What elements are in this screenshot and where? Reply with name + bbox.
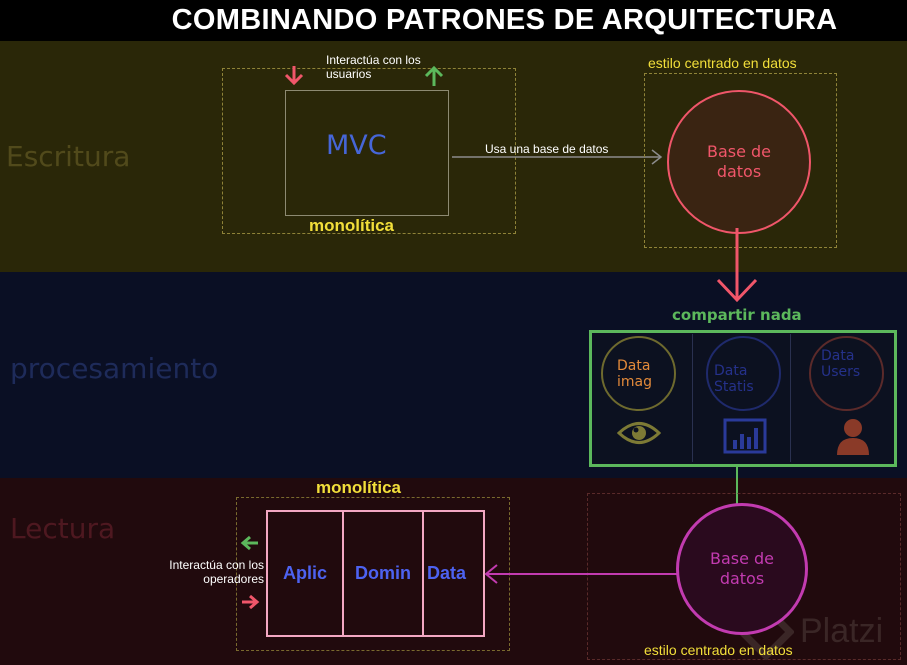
node-circle-imag: Data imag <box>601 336 676 411</box>
band-label-lectura: Lectura <box>10 512 116 545</box>
node-cell-imag <box>592 334 693 462</box>
read-db-container <box>587 493 901 660</box>
mvc-container <box>222 68 516 234</box>
arrow-up-icon <box>424 65 444 86</box>
band-label-procesamiento: procesamiento <box>10 352 219 385</box>
band-label-escritura: Escritura <box>6 140 131 173</box>
layer-domin: Domin <box>342 510 424 637</box>
db-to-data-arrow <box>484 564 678 584</box>
platzi-watermark: Platzi <box>800 612 884 650</box>
read-database-label: Base de datos <box>709 549 775 588</box>
page-title: COMBINANDO PATRONES DE ARQUITECTURA <box>171 3 838 36</box>
mvc-to-db-arrow <box>452 149 663 165</box>
user-icon <box>837 419 869 455</box>
uses-database-label: Usa una base de datos <box>485 142 609 156</box>
shared-nothing-label: compartir nada <box>672 306 802 324</box>
mvc-label: MVC <box>326 130 387 161</box>
node-label-statis: Data Statis <box>714 362 754 395</box>
read-operator-arrows <box>240 535 260 610</box>
db-to-processing-arrow <box>716 228 758 303</box>
node-label-users: Data Users <box>821 348 861 380</box>
arrow-left-icon <box>240 535 258 551</box>
layer-label-data: Data <box>427 563 467 583</box>
write-database-circle: Base de datos <box>667 90 811 234</box>
bar-chart-icon <box>723 418 767 454</box>
write-monolithic-label: monolítica <box>309 216 395 235</box>
layer-aplic: Aplic <box>266 510 344 637</box>
node-cell-statis <box>693 334 791 462</box>
read-database-circle: Base de datos <box>676 503 808 635</box>
write-user-arrows <box>284 65 444 86</box>
mvc-box <box>285 90 449 216</box>
layer-data: Data <box>422 510 485 637</box>
read-data-centered-label: estilo centrado en datos <box>644 642 793 658</box>
layer-label-aplic: Aplic <box>282 563 327 583</box>
eye-icon <box>617 422 661 444</box>
node-circle-users: Data Users <box>809 336 884 411</box>
write-data-centered-label: estilo centrado en datos <box>648 55 797 71</box>
node-circle-statis: Data Statis <box>706 336 781 411</box>
read-interacts-label: Interactúa con los operadores <box>169 558 264 586</box>
layer-label-domin: Domin <box>355 563 411 583</box>
read-monolithic-label: monolítica <box>316 478 402 497</box>
write-interacts-label: Interactúa con los usuarios <box>326 53 421 81</box>
arrow-down-icon <box>284 66 304 86</box>
write-db-container <box>644 73 837 248</box>
arrow-right-icon <box>242 594 260 610</box>
write-database-label: Base de datos <box>706 142 772 181</box>
node-label-imag: Data imag <box>617 357 652 390</box>
